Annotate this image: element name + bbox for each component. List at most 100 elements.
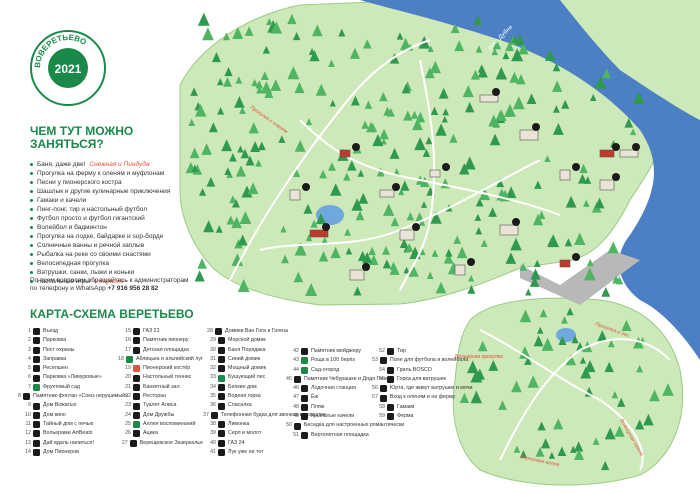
building[interactable] <box>599 179 615 191</box>
map-marker-icon[interactable] <box>572 253 580 261</box>
tree-icon <box>245 155 255 166</box>
building[interactable] <box>399 229 415 241</box>
legend-label: Ёж <box>311 394 319 401</box>
contact-line2: по телефону и WhatsApp +7 916 956 28 82 <box>30 285 220 293</box>
building[interactable] <box>349 269 365 281</box>
activity-text: Велосипедная прогулка <box>37 260 110 267</box>
map-marker-icon[interactable] <box>572 163 580 171</box>
map-marker-icon[interactable] <box>467 258 475 266</box>
building[interactable] <box>559 169 571 181</box>
tree-icon <box>203 220 215 233</box>
building[interactable] <box>379 189 395 198</box>
legend-number: 24 <box>125 411 131 418</box>
tree-icon <box>624 118 634 128</box>
activity-item: Ватрушки, санки, лыжи и коньки <box>30 268 205 277</box>
tree-icon <box>425 136 433 145</box>
tree-icon <box>347 160 357 171</box>
legend-number: 34 <box>210 383 216 390</box>
activity-text: Футбол просто и футбол гигантский <box>37 215 145 222</box>
activities-title-line1: ЧЕМ ТУТ МОЖНО <box>30 124 134 138</box>
tree-icon <box>530 268 541 280</box>
map-marker-icon[interactable] <box>442 163 450 171</box>
tree-icon <box>518 42 529 55</box>
map-marker-icon[interactable] <box>512 218 520 226</box>
tree-icon <box>607 339 615 348</box>
bullet-icon <box>30 262 33 265</box>
legend-number: 10 <box>25 411 31 418</box>
tree-icon <box>292 31 301 41</box>
tree-icon <box>553 418 564 430</box>
building[interactable] <box>429 169 441 178</box>
building[interactable] <box>519 129 539 141</box>
legend-label: Тир <box>397 348 406 354</box>
tree-icon <box>389 147 400 159</box>
legend-icon <box>218 430 225 438</box>
tree-icon <box>191 164 199 172</box>
map-marker-icon[interactable] <box>532 123 540 131</box>
tree-icon <box>600 460 610 471</box>
tree-icon <box>445 248 453 257</box>
legend-label: Гамаки <box>397 403 415 410</box>
map-marker-icon[interactable] <box>612 173 620 181</box>
tree-icon <box>630 128 637 136</box>
tree-icon <box>459 162 470 175</box>
tree-icon <box>206 176 216 187</box>
building[interactable] <box>289 189 301 201</box>
map-marker-icon[interactable] <box>412 223 420 231</box>
tree-icon <box>438 87 449 99</box>
tree-icon <box>244 26 254 36</box>
building[interactable] <box>454 264 466 276</box>
tree-icon <box>256 85 264 94</box>
tree-icon <box>419 219 426 226</box>
tree-icon <box>189 147 200 159</box>
legend-number: 12 <box>25 430 31 437</box>
legend-icon <box>133 421 140 429</box>
map-marker-icon[interactable] <box>392 183 400 191</box>
legend-number: 39 <box>210 430 216 437</box>
map-marker-icon[interactable] <box>362 263 370 271</box>
building[interactable] <box>559 259 571 268</box>
tree-icon <box>633 336 644 349</box>
tree-icon <box>351 198 363 211</box>
legend-number: 47 <box>293 394 299 401</box>
building[interactable] <box>309 229 329 238</box>
tree-icon <box>398 188 405 196</box>
tree-icon <box>526 93 537 105</box>
tree-icon <box>475 227 483 235</box>
tree-icon <box>362 39 372 49</box>
building[interactable] <box>499 224 519 236</box>
contact-phone[interactable]: +7 916 956 28 82 <box>107 285 159 292</box>
activity-item: Велосипедная прогулка <box>30 259 205 268</box>
map-marker-icon[interactable] <box>322 223 330 231</box>
building[interactable] <box>339 149 351 158</box>
building[interactable] <box>479 94 499 103</box>
tree-icon <box>584 360 596 373</box>
legend-number: 55 <box>379 375 385 382</box>
legend-icon <box>33 356 40 364</box>
tree-icon <box>489 133 501 146</box>
map-marker-icon[interactable] <box>632 143 640 151</box>
building[interactable] <box>619 149 639 158</box>
building[interactable] <box>599 149 615 158</box>
activity-item: Гамаки и качели <box>30 196 205 205</box>
legend-label: Телефонная будка для звонков в прошлое <box>220 411 326 418</box>
tree-icon <box>319 169 328 179</box>
activity-text: Прогулка на ферму к оленям и муфлонам <box>37 170 165 177</box>
map-marker-icon[interactable] <box>612 143 620 151</box>
tree-icon <box>229 153 237 162</box>
legend-label: Дом Пионеров <box>43 448 79 455</box>
legend-icon <box>387 376 394 384</box>
legend-label: Верещевское Зазеркалье <box>139 439 203 446</box>
map-marker-icon[interactable] <box>302 183 310 191</box>
tree-icon <box>247 182 259 195</box>
map-marker-icon[interactable] <box>492 88 500 96</box>
tree-icon <box>343 172 351 181</box>
tree-icon <box>579 163 588 173</box>
map-marker-icon[interactable] <box>352 143 360 151</box>
